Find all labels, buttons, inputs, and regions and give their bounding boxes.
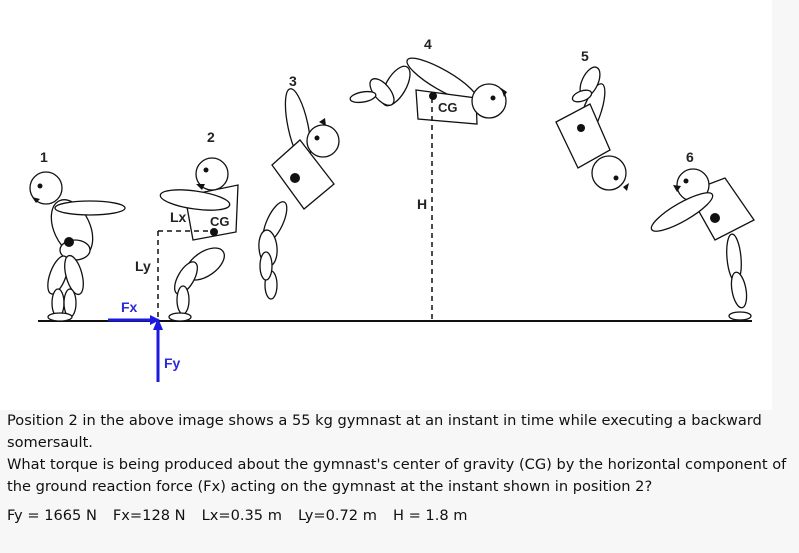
given-lx: Lx=0.35 m (201, 507, 282, 524)
position-number-2: 2 (207, 129, 215, 145)
given-h: H = 1.8 m (392, 507, 468, 524)
gymnast-position-6 (650, 168, 755, 321)
question-text: Position 2 in the above image shows a 55… (7, 410, 793, 527)
gymnast-position-4 (349, 57, 507, 125)
label-cg-position-2: CG (210, 214, 230, 229)
gymnast-position-3 (258, 88, 340, 300)
label-fx: Fx (121, 299, 138, 315)
given-fy: Fy = 1665 N (7, 507, 97, 524)
label-lx: Lx (170, 209, 187, 225)
position-number-1: 1 (40, 149, 48, 165)
gymnast-position-2 (159, 157, 239, 322)
label-h: H (417, 196, 427, 212)
label-ly: Ly (135, 258, 151, 274)
position-number-4: 4 (424, 36, 432, 52)
question-intro: Position 2 in the above image shows a 55… (7, 412, 762, 451)
given-fx: Fx=128 N (112, 507, 186, 524)
given-ly: Ly=0.72 m (297, 507, 377, 524)
gymnast-position-1 (29, 171, 126, 322)
question-prompt: What torque is being produced about the … (7, 456, 787, 495)
fy-arrow (153, 318, 163, 382)
label-cg-position-4: CG (438, 100, 458, 115)
position-number-5: 5 (581, 48, 589, 64)
given-values: Fy = 1665 N Fx=128 N Lx=0.35 m Ly=0.72 m… (7, 505, 793, 527)
position-number-6: 6 (686, 149, 694, 165)
position-number-3: 3 (289, 73, 297, 89)
gymnast-position-5 (555, 66, 629, 191)
fx-arrow (108, 315, 160, 325)
label-fy: Fy (164, 355, 181, 371)
somersault-diagram: 1 2 3 4 5 6 CG CG Lx Ly H Fx Fy (29, 36, 755, 382)
figure-panel: 1 2 3 4 5 6 CG CG Lx Ly H Fx Fy (29, 36, 755, 382)
